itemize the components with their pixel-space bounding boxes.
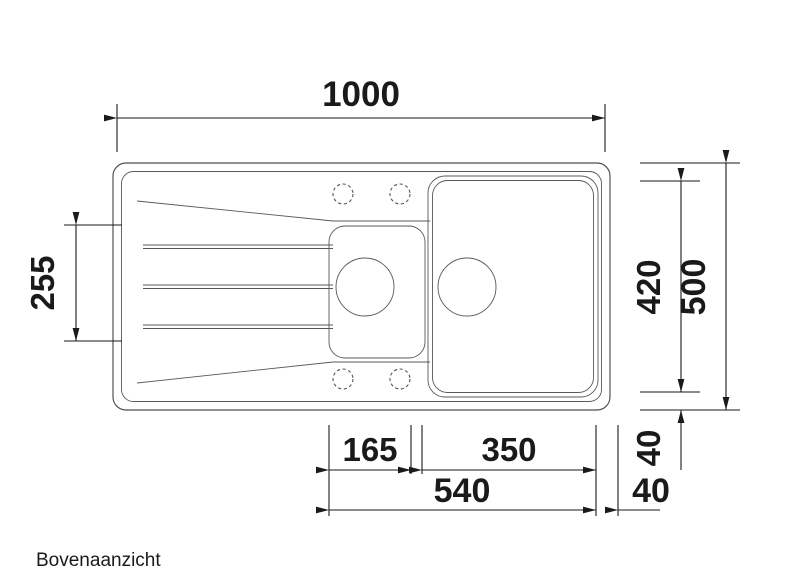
dim-label-1000: 1000 — [322, 75, 400, 114]
drainboard-grooves — [143, 244, 333, 329]
tap-hole-top-right — [389, 183, 411, 205]
small-bowl-outline — [328, 225, 426, 359]
dimension-overall-width: 1000 — [104, 75, 606, 152]
large-bowl-drain — [437, 257, 497, 317]
dimension-large-bowl-width: 350 — [409, 425, 597, 516]
tap-hole-top-left — [332, 183, 354, 205]
dim-label-350: 350 — [481, 431, 536, 468]
small-bowl-drain — [335, 257, 395, 317]
dim-label-40-horizontal: 40 — [632, 472, 670, 510]
dimension-small-bowl-width: 165 — [316, 425, 412, 516]
dimension-combined-bowl-width: 540 — [316, 472, 596, 514]
sink-inner-rim — [121, 171, 602, 402]
dimension-bowl-depth: 420 — [630, 168, 700, 393]
dim-label-40-vertical: 40 — [630, 430, 667, 467]
drainboard-taper-bottom — [136, 361, 430, 384]
drainboard-taper-top — [136, 200, 430, 222]
sink-outer-outline — [112, 162, 611, 411]
dim-label-165: 165 — [342, 431, 397, 468]
tap-hole-bottom-left — [332, 368, 354, 390]
dimension-overall-depth: 500 — [640, 150, 740, 411]
large-bowl-outline — [427, 175, 599, 398]
sink-body — [112, 162, 611, 411]
dimension-drainboard-depth: 255 — [24, 212, 122, 342]
tap-hole-bottom-right — [389, 368, 411, 390]
large-bowl-inner — [432, 180, 594, 393]
dim-label-500: 500 — [675, 259, 713, 316]
dimension-rim-depth-right: 40 — [605, 425, 670, 516]
dimension-rim-depth-top: 40 — [630, 410, 685, 470]
dim-label-420: 420 — [630, 259, 667, 314]
dim-label-540: 540 — [434, 472, 491, 510]
tap-hole-group — [332, 183, 411, 390]
dim-label-255: 255 — [24, 255, 61, 310]
drawing-caption: Bovenaanzicht — [36, 550, 161, 571]
